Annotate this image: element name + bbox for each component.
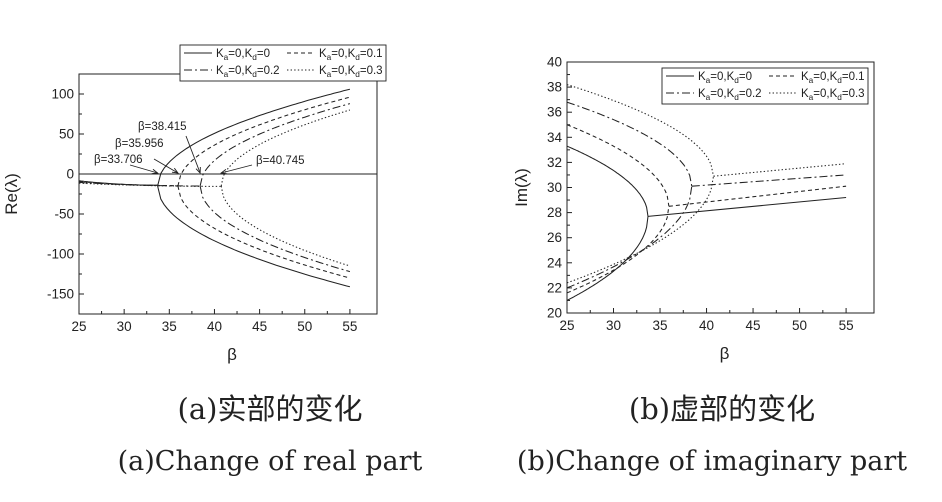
y-tick-label-0-3: 0 [66,167,74,182]
series-b-0-lower [566,216,649,301]
y-axis-label-1: Im(λ) [512,168,531,207]
caption-b-en: (b)Change of imaginary part [516,446,908,477]
y-tick-label-1-4: 28 [547,205,562,220]
y-tick-label-1-0: 20 [547,306,562,321]
y-tick-label-1-9: 38 [547,80,562,95]
x-tick-label-0-3: 40 [207,319,222,334]
series-a-3-lower [220,185,351,267]
x-tick-label-1-2: 35 [653,318,668,333]
caption-a-zh: (a)实部的变化 [177,392,363,426]
y-tick-label-1-10: 40 [547,55,562,70]
x-tick-label-0-1: 30 [117,319,132,334]
x-tick-label-1-1: 30 [606,318,621,333]
y-tick-label-0-0: -150 [47,287,74,302]
annotation-arrowhead-3 [220,168,228,175]
annotation-arrow-3 [221,164,253,174]
legend-label-0-2: Ka=0,Kd=0.2 [216,65,280,79]
y-tick-label-1-7: 34 [547,130,563,145]
series-a-0-lower [157,185,351,288]
x-tick-label-0-4: 45 [252,319,267,334]
x-tick-label-1-5: 50 [792,318,807,333]
legend-label-1-1: Ka=0,Kd=0.1 [801,71,865,85]
y-tick-label-1-1: 22 [547,280,562,295]
annotation-arrow-2 [185,135,201,174]
x-tick-label-1-6: 55 [839,318,854,333]
x-tick-label-0-2: 35 [162,319,177,334]
series-a-1-lower [177,185,351,279]
annotation-label-3: β=40.745 [256,155,305,167]
annotation-label-1: β=35.956 [115,138,164,150]
annotation-arrow-1 [153,158,179,174]
series-a-2-upper [199,103,351,187]
y-tick-label-1-5: 30 [547,180,562,195]
series-b-2-lower [566,186,693,289]
y-tick-label-1-8: 36 [547,105,562,120]
annotation-arrow-0 [129,164,158,174]
y-tick-label-0-5: 100 [51,87,74,102]
x-tick-label-0-0: 25 [71,319,86,334]
y-tick-label-1-2: 24 [547,255,563,270]
y-axis-label-0: Re(λ) [2,173,21,215]
legend-label-1-0: Ka=0,Kd=0 [698,71,752,85]
annotation-arrowhead-1 [171,167,179,174]
annotation-arrowhead-0 [151,168,159,175]
series-a-1-upper [177,96,351,187]
series-a-3-upper [220,109,351,187]
series-b-0-upper [566,145,649,217]
legend-label-0-3: Ka=0,Kd=0.3 [319,65,383,79]
series-b-0-post [647,196,847,217]
plot-frame-0 [78,73,378,315]
legend-label-0-0: Ka=0,Kd=0 [216,48,270,62]
y-tick-label-1-6: 32 [547,155,562,170]
annotation-arrowhead-2 [195,166,201,175]
y-tick-label-0-1: -100 [47,247,74,262]
series-b-3-lower [566,176,715,284]
x-axis-label-1: β [720,344,730,363]
series-b-3-upper [566,84,715,177]
y-tick-label-0-4: 50 [59,127,74,142]
legend-label-1-3: Ka=0,Kd=0.3 [801,88,865,102]
y-tick-label-0-2: -50 [54,207,74,222]
caption-a-en: (a)Change of real part [117,446,423,477]
x-axis-label-0: β [227,345,237,364]
legend-label-0-1: Ka=0,Kd=0.1 [319,48,383,62]
legend-box-1 [661,67,869,105]
x-tick-label-1-4: 45 [746,318,761,333]
legend-box-0 [179,44,387,82]
series-b-1-upper [566,124,670,207]
legend-label-1-2: Ka=0,Kd=0.2 [698,88,762,102]
series-b-1-lower [566,206,670,294]
y-tick-label-1-3: 26 [547,230,562,245]
series-b-2-post [691,174,847,187]
x-tick-label-1-3: 40 [699,318,714,333]
figure-canvas: 25 30 35 40 45 50 55 -150 -100 -50 0 50 100 β Re(λ) β=3… [2,44,875,364]
annotation-label-0: β=33.706 [94,154,143,166]
x-tick-label-0-6: 55 [342,319,357,334]
series-b-1-post [668,185,847,207]
series-a-2-lower [199,185,351,273]
caption-b-zh: (b)虚部的变化 [628,392,816,426]
series-b-3-post [713,163,847,177]
series-b-2-upper [566,101,693,187]
annotation-label-2: β=38.415 [138,121,187,133]
x-tick-label-1-0: 25 [559,318,574,333]
x-tick-label-0-5: 50 [297,319,312,334]
